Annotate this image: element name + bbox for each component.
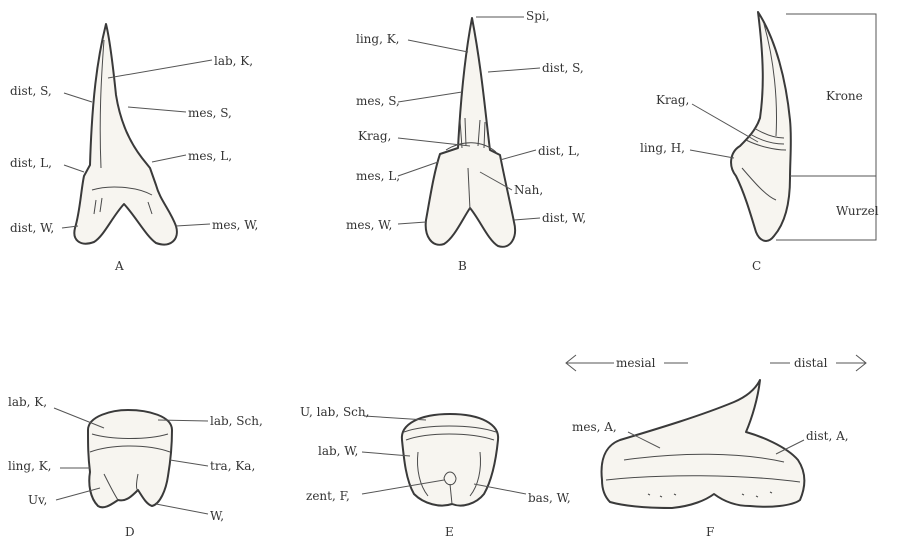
label-d-lab-sch: lab, Sch, — [210, 414, 263, 428]
caption-a: A — [114, 259, 124, 273]
caption-b: B — [458, 259, 467, 273]
label-c-krag: Krag, — [656, 93, 689, 107]
leader-a-lab-k — [108, 60, 212, 78]
leader-d-w — [156, 504, 208, 514]
label-b-mes-w: mes, W, — [346, 218, 392, 232]
figure-a: dist, S, lab, K, mes, S, dist, L, mes, L… — [10, 24, 258, 273]
figure-c: Krag, ling, H, Krone Wurzel C — [640, 12, 879, 273]
label-f-distal: distal — [794, 356, 828, 370]
label-f-mes-a: mes, A, — [572, 420, 617, 434]
leader-a-dist-l — [64, 165, 84, 172]
label-b-ling-k: ling, K, — [356, 32, 400, 46]
figure-b: Spi, ling, K, dist, S, mes, S, Krag, dis… — [346, 9, 586, 273]
leader-b-mes-s — [398, 92, 462, 102]
leader-b-ling-k — [408, 40, 468, 52]
label-f-dist-a: dist, A, — [806, 429, 849, 443]
label-d-lab-k: lab, K, — [8, 395, 47, 409]
figure-e: U, lab, Sch, lab, W, zent, F, bas, W, E — [300, 405, 571, 539]
label-d-w: W, — [210, 509, 224, 523]
leader-b-mes-l — [398, 162, 438, 176]
label-a-mes-l: mes, L, — [188, 149, 232, 163]
label-f-mesial: mesial — [616, 356, 656, 370]
caption-d: D — [125, 525, 135, 539]
tooth-b-outline — [426, 18, 515, 247]
tooth-c-outline — [731, 12, 791, 241]
label-c-wurzel: Wurzel — [836, 204, 879, 218]
label-b-mes-s: mes, S, — [356, 94, 400, 108]
label-a-dist-l: dist, L, — [10, 156, 52, 170]
leader-e-u-lab-sch — [364, 416, 426, 420]
label-b-dist-s: dist, S, — [542, 61, 584, 75]
label-b-mes-l: mes, L, — [356, 169, 400, 183]
leader-c-ling-h — [690, 150, 734, 158]
label-e-zent-f: zent, F, — [306, 489, 350, 503]
label-a-dist-s: dist, S, — [10, 84, 52, 98]
label-a-mes-w: mes, W, — [212, 218, 258, 232]
label-e-u-lab-sch: U, lab, Sch, — [300, 405, 369, 419]
figure-f: mesial distal mes, A, dist, A, F — [566, 355, 866, 539]
label-a-lab-k: lab, K, — [214, 54, 253, 68]
tooth-d-outline — [88, 410, 172, 507]
label-c-krone: Krone — [826, 89, 863, 103]
label-e-lab-w: lab, W, — [318, 444, 358, 458]
tooth-f-outline — [602, 380, 805, 508]
label-d-uv: Uv, — [28, 493, 47, 507]
figure-d: lab, K, lab, Sch, ling, K, tra, Ka, Uv, … — [8, 395, 263, 539]
label-a-dist-w: dist, W, — [10, 221, 54, 235]
caption-c: C — [752, 259, 761, 273]
label-d-ling-k: ling, K, — [8, 459, 52, 473]
label-b-dist-l: dist, L, — [538, 144, 580, 158]
caption-f: F — [706, 525, 714, 539]
leader-b-dist-w — [514, 218, 540, 220]
label-b-krag: Krag, — [358, 129, 391, 143]
tooth-e-outline — [402, 414, 498, 506]
label-b-spi: Spi, — [526, 9, 550, 23]
leader-c-krag — [692, 104, 758, 142]
leader-d-tra-ka — [170, 460, 208, 466]
leader-b-dist-l — [500, 150, 536, 160]
leader-a-mes-s — [128, 107, 186, 112]
leader-a-dist-s — [64, 93, 92, 102]
label-a-mes-s: mes, S, — [188, 106, 232, 120]
label-b-dist-w: dist, W, — [542, 211, 586, 225]
label-e-bas-w: bas, W, — [528, 491, 571, 505]
label-b-nah: Nah, — [514, 183, 543, 197]
leader-a-mes-l — [152, 155, 186, 162]
label-c-ling-h: ling, H, — [640, 141, 685, 155]
leader-b-mes-w — [398, 222, 426, 224]
leader-a-mes-w — [176, 224, 210, 226]
caption-e: E — [445, 525, 454, 539]
tooth-a-outline — [74, 24, 177, 244]
label-d-tra-ka: tra, Ka, — [210, 459, 255, 473]
leader-b-dist-s — [488, 68, 540, 72]
